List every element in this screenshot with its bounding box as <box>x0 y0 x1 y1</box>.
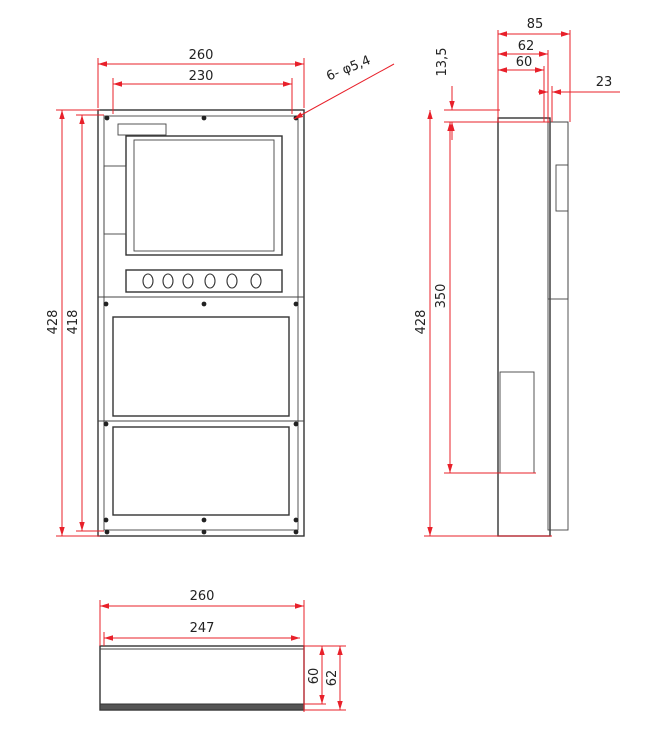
keypad-panel-upper <box>112 316 290 417</box>
side-lower-housing <box>499 371 535 474</box>
softkey-button <box>182 273 194 289</box>
mounting-hole <box>104 115 110 121</box>
side-connector-block <box>555 164 569 212</box>
dim-label-depth-62: 62 <box>518 39 535 54</box>
screen-display <box>133 139 275 252</box>
side-card-slot <box>103 165 127 235</box>
softkey-button <box>226 273 238 289</box>
bottom-front-flange <box>99 703 305 711</box>
mounting-hole <box>201 529 207 535</box>
front-panel-outline <box>97 109 305 537</box>
screen-frame <box>125 135 283 256</box>
dim-label-depth-85: 85 <box>527 17 544 32</box>
bottom-housing-outline <box>99 645 305 711</box>
screw <box>103 301 109 307</box>
dim-label-height-60: 60 <box>307 668 322 685</box>
screw <box>103 421 109 427</box>
screw <box>293 301 299 307</box>
screw <box>103 517 109 523</box>
bottom-view <box>99 645 305 711</box>
dim-label-height-428-side: 428 <box>414 310 429 335</box>
dim-label-width-260-bottom: 260 <box>190 589 215 604</box>
dim-label-height-428: 428 <box>46 310 61 335</box>
mounting-hole <box>293 529 299 535</box>
softkey-button <box>204 273 216 289</box>
mounting-hole <box>201 115 207 121</box>
side-flange-upper-section <box>547 121 569 300</box>
mounting-hole <box>104 529 110 535</box>
dim-label-holes-230: 230 <box>189 69 214 84</box>
dim-label-height-418: 418 <box>66 310 81 335</box>
front-panel-inner-border <box>103 115 299 531</box>
dim-label-flange-23: 23 <box>596 75 613 90</box>
logo-label-plate <box>117 123 167 136</box>
softkey-button <box>142 273 154 289</box>
dim-label-height-350: 350 <box>434 284 449 309</box>
screw <box>201 517 207 523</box>
side-view-dimensions: 85 62 60 23 13,5 428 350 <box>414 17 620 537</box>
side-flange <box>547 121 569 531</box>
dim-label-width-260: 260 <box>189 48 214 63</box>
screw <box>293 517 299 523</box>
hole-spec-leader <box>293 63 395 120</box>
softkey-button <box>162 273 174 289</box>
screw <box>293 421 299 427</box>
keypad-panel-lower <box>112 426 290 516</box>
softkey-strip <box>125 269 283 293</box>
front-view <box>97 109 305 537</box>
bottom-view-dimensions: 260 247 60 62 <box>99 589 346 712</box>
dim-label-height-62: 62 <box>325 670 340 687</box>
dim-label-top-offset: 13,5 <box>435 48 450 77</box>
screw <box>201 301 207 307</box>
softkey-button <box>250 273 262 289</box>
dim-label-depth-60: 60 <box>516 55 533 70</box>
dim-label-width-247: 247 <box>190 621 215 636</box>
